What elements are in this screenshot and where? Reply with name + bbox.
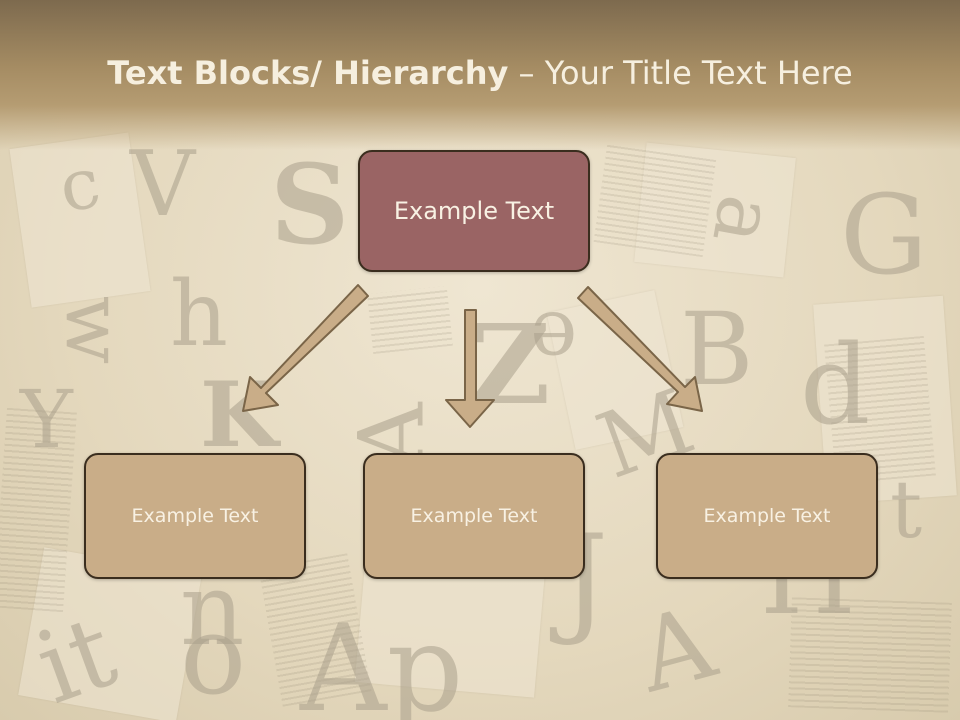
slide-title-bold: Text Blocks/ Hierarchy — [107, 54, 509, 92]
child-text-block-1[interactable]: Example Text — [84, 453, 306, 579]
child-text-block-2[interactable]: Example Text — [363, 453, 585, 579]
title-band — [0, 0, 960, 150]
child-text-block-3[interactable]: Example Text — [656, 453, 878, 579]
arrow-right — [577, 286, 703, 412]
parent-text-block[interactable]: Example Text — [358, 150, 590, 272]
arrow-center — [445, 309, 495, 428]
slide-title-rest: – Your Title Text Here — [508, 54, 853, 92]
slide-title: Text Blocks/ Hierarchy – Your Title Text… — [0, 54, 960, 92]
arrow-left — [242, 284, 369, 412]
